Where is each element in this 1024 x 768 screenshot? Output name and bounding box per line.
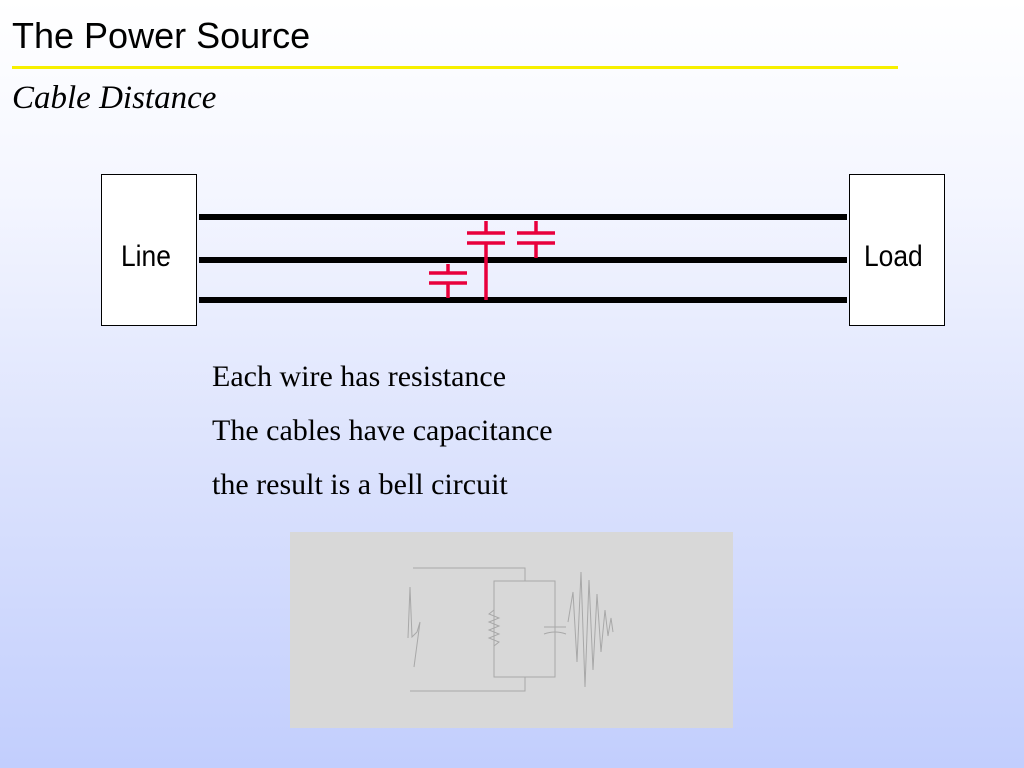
bullet-item: Each wire has resistance	[212, 360, 507, 393]
cable-wire-bottom	[199, 297, 847, 303]
feed-wire-top	[413, 567, 526, 581]
ringing-waveform	[567, 571, 614, 688]
slide-title: The Power Source	[12, 15, 311, 56]
input-pulse-waveform	[407, 586, 421, 668]
bullet-list: Each wire has resistance The cables have…	[212, 357, 553, 519]
feed-wire-bottom	[410, 677, 526, 692]
bell-circuit-schematic	[407, 567, 614, 692]
cable-wire-top	[199, 214, 847, 220]
bullet-item: The cables have capacitance	[212, 414, 553, 447]
line-box	[101, 174, 197, 326]
capacitor-plate-curved	[543, 631, 567, 635]
slide-subtitle: Cable Distance	[12, 80, 217, 116]
load-box	[849, 174, 945, 326]
bell-circuit-figure	[290, 532, 733, 728]
capacitor-symbol-2	[517, 221, 555, 258]
capacitor-symbol-3	[429, 264, 467, 298]
cable-wire-middle	[199, 257, 847, 263]
bullet-item: the result is a bell circuit	[212, 468, 508, 501]
capacitor-symbol-1	[467, 221, 505, 300]
tank-circuit	[493, 580, 556, 678]
load-box-label: Load	[864, 240, 923, 273]
resistor-symbol	[487, 609, 501, 647]
title-underline	[12, 66, 898, 69]
line-box-label: Line	[121, 240, 171, 273]
